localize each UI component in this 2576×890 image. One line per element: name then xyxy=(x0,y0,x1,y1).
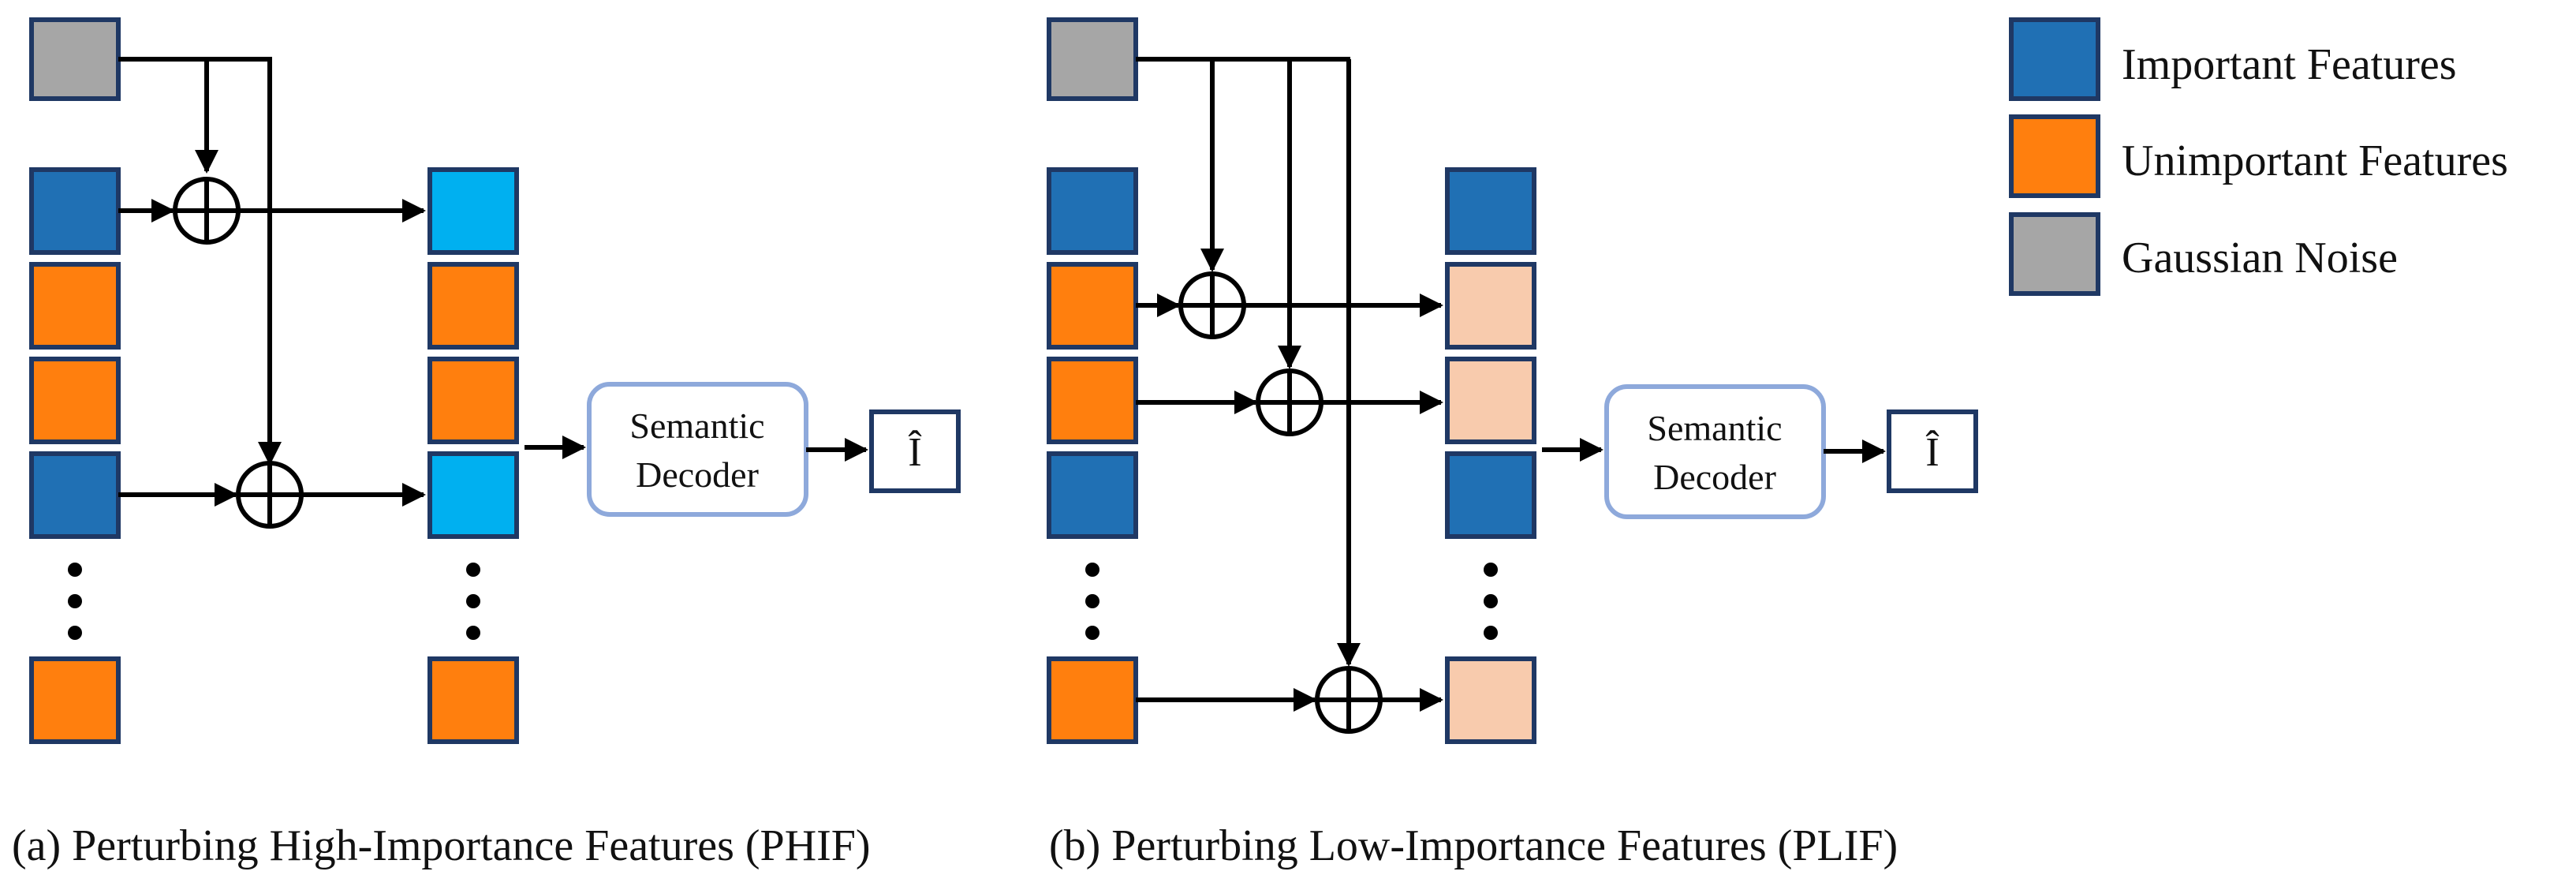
noise-block-b xyxy=(1047,17,1138,101)
legend-swatch-unimportant xyxy=(2009,114,2100,198)
ellipsis-dots-b xyxy=(1085,563,1099,640)
ellipsis-dots-b-out xyxy=(1484,563,1498,640)
output-feature-unimportant xyxy=(427,262,519,350)
semantic-decoder-b-line2: Decoder xyxy=(1653,457,1776,497)
perturbed-feature-important xyxy=(427,451,519,539)
reconstructed-output-b-label: Î xyxy=(1925,429,1939,475)
ellipsis-dots-a-out xyxy=(466,563,480,640)
output-feature-unimportant xyxy=(427,357,519,444)
semantic-decoder-a-line1: Semantic xyxy=(629,406,764,446)
input-feature-unimportant xyxy=(1047,656,1138,744)
semantic-decoder-b xyxy=(1604,384,1826,519)
legend-label-noise: Gaussian Noise xyxy=(2122,234,2398,282)
input-feature-unimportant xyxy=(29,357,121,444)
legend-swatch-noise xyxy=(2009,212,2100,296)
adder-b2 xyxy=(1256,368,1323,436)
noise-block-a xyxy=(29,17,121,101)
feature-arrows-b xyxy=(1136,294,1443,712)
adder-b1 xyxy=(1178,271,1246,339)
adder-a2 xyxy=(236,461,304,529)
input-feature-important xyxy=(29,167,121,255)
input-feature-unimportant xyxy=(1047,357,1138,444)
adder-a1 xyxy=(173,177,241,245)
perturbed-feature-unimportant xyxy=(1445,357,1536,444)
legend-label-unimportant: Unimportant Features xyxy=(2122,136,2508,185)
legend-label-important: Important Features xyxy=(2122,40,2457,89)
panel-a: Semantic Decoder Î (a) Perturbing High-I… xyxy=(12,17,961,870)
perturbed-feature-unimportant xyxy=(1445,262,1536,350)
input-feature-important xyxy=(29,451,121,539)
noise-wires-b xyxy=(1136,57,1361,667)
output-feature-important xyxy=(1445,167,1536,255)
output-column-a xyxy=(427,167,519,744)
reconstructed-output-b xyxy=(1887,409,1978,493)
input-feature-unimportant xyxy=(1047,262,1138,350)
input-column-b xyxy=(1047,167,1138,744)
ellipsis-dots-a xyxy=(68,563,82,640)
input-feature-unimportant xyxy=(29,656,121,744)
output-column-b xyxy=(1445,167,1536,744)
panel-b-caption: (b) Perturbing Low-Importance Features (… xyxy=(1049,821,1898,870)
reconstructed-output-a-label: Î xyxy=(908,429,921,475)
semantic-decoder-b-line1: Semantic xyxy=(1647,408,1782,448)
input-feature-important xyxy=(1047,167,1138,255)
feature-arrows-a xyxy=(118,199,426,507)
panel-b: Semantic Decoder Î (b) Perturbing Low-Im… xyxy=(1047,17,1978,870)
reconstructed-output-a xyxy=(869,409,961,493)
input-feature-unimportant xyxy=(29,262,121,350)
adder-b3 xyxy=(1315,666,1383,734)
panel-a-caption: (a) Perturbing High-Importance Features … xyxy=(12,821,871,870)
semantic-decoder-a-line2: Decoder xyxy=(636,454,759,495)
perturbed-feature-unimportant xyxy=(1445,656,1536,744)
input-feature-important xyxy=(1047,451,1138,539)
legend: Important Features Unimportant Features … xyxy=(2009,17,2508,296)
noise-wires-a xyxy=(118,57,282,466)
input-column-a xyxy=(29,167,121,744)
semantic-decoder-a xyxy=(587,382,808,517)
output-feature-important xyxy=(1445,451,1536,539)
legend-swatch-important xyxy=(2009,17,2100,101)
perturbed-feature-important xyxy=(427,167,519,255)
output-feature-unimportant xyxy=(427,656,519,744)
